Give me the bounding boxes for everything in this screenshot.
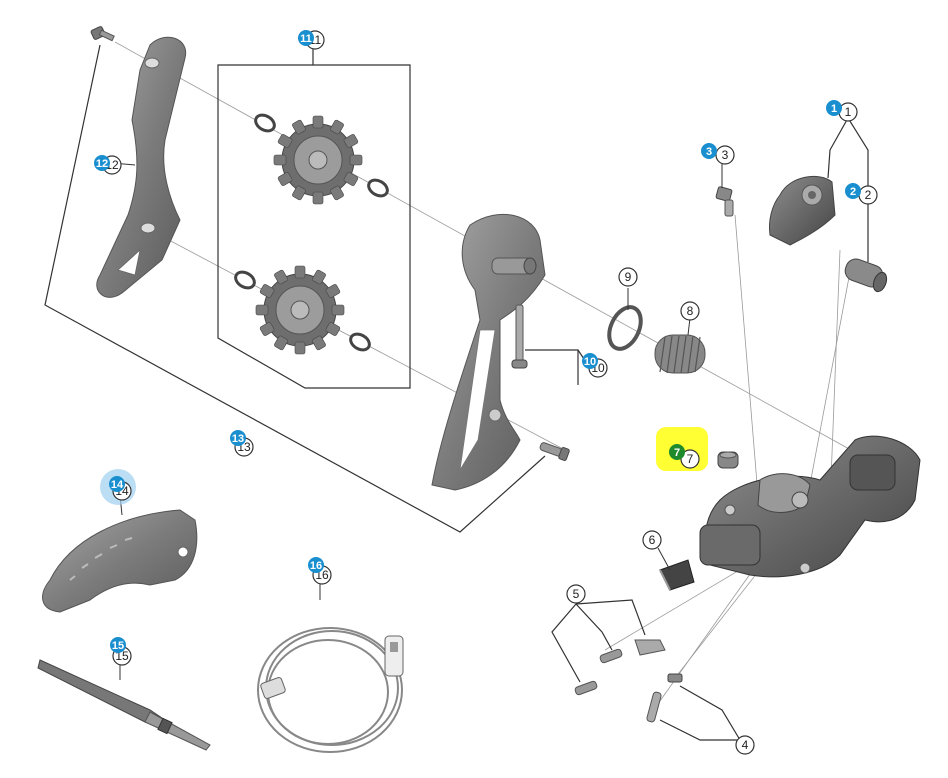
callout-7-ring (680, 449, 700, 469)
callout-9[interactable]: 9 (618, 267, 638, 287)
part-12-outer-plate (96, 36, 187, 298)
callout-5-ring (566, 584, 586, 604)
callout-11-badge-label: 11 (300, 33, 312, 45)
part-5-screws (574, 639, 666, 696)
callout-9-ring (618, 267, 638, 287)
callout-13-badge-label: 13 (232, 433, 244, 445)
part-7-nut (717, 451, 739, 469)
cable-connector (260, 635, 404, 699)
part-1-bracket (769, 175, 836, 246)
cage-bolt (90, 26, 115, 42)
callout-8-leader (687, 317, 691, 336)
part-6-cap (659, 559, 695, 591)
derailleur-body (699, 435, 921, 578)
callout-7-badge-label: 7 (674, 447, 680, 459)
callout-3-badge (701, 143, 717, 159)
callout-4-bracket (659, 685, 741, 741)
callout-1-badge (826, 100, 842, 116)
part-14-guard (42, 509, 198, 613)
callout-3-label: 3 (722, 148, 729, 162)
callout-12-badge (94, 155, 110, 171)
part-10-pin (511, 304, 528, 369)
group-bracket-13 (44, 44, 546, 533)
callout-1-label: 1 (845, 105, 852, 119)
callout-6-ring (642, 530, 662, 550)
callout-10-badge (582, 353, 598, 369)
part-13-inner-plate (431, 213, 546, 491)
callout-14-badge (109, 476, 125, 492)
callout-10-bracket (525, 349, 589, 385)
callout-13-badge (230, 430, 246, 446)
callout-6-label: 6 (649, 533, 656, 547)
callout-8-label: 8 (687, 304, 694, 318)
callout-15-badge (110, 637, 126, 653)
callout-11-badge (298, 30, 314, 46)
part-4-pin (646, 673, 683, 723)
part-8-spring (654, 334, 706, 374)
callout-16-badge (308, 557, 324, 573)
part-11-pulley-set (234, 113, 389, 355)
callout-6-leader (657, 547, 671, 571)
callout-8-ring (680, 301, 700, 321)
part-9-snap-ring (607, 305, 643, 351)
callout-7-badge (669, 444, 685, 460)
callout-4-ring (735, 735, 755, 755)
callout-15-badge-label: 15 (112, 640, 124, 652)
callout-1-badge-label: 1 (831, 103, 837, 115)
callout-2-badge-label: 2 (850, 186, 856, 198)
callout-2-badge (845, 183, 861, 199)
callout-6[interactable]: 6 (642, 530, 662, 550)
callout-4-label: 4 (742, 738, 749, 752)
callout-3-ring (715, 145, 735, 165)
callout-16-badge-label: 16 (310, 560, 322, 572)
callout-4[interactable]: 4 (735, 735, 755, 755)
callout-1[interactable]: 11 (826, 100, 858, 122)
callout-14-badge-label: 14 (111, 479, 124, 491)
callout-2-label: 2 (865, 188, 872, 202)
callouts: 1122334567789101011111212131314141515161… (94, 30, 878, 755)
part-15-tool (37, 659, 211, 751)
callout-12-badge-label: 12 (96, 158, 108, 170)
callout-7[interactable]: 77 (669, 444, 700, 469)
callout-8[interactable]: 8 (680, 301, 700, 321)
part-3-bolt (715, 186, 734, 217)
callout-10-badge-label: 10 (584, 356, 596, 368)
part-2-axle (844, 258, 888, 293)
callout-2[interactable]: 22 (845, 183, 878, 205)
group-box-11 (217, 48, 411, 389)
callout-3[interactable]: 33 (701, 143, 735, 165)
callout-9-label: 9 (625, 270, 632, 284)
callout-3-badge-label: 3 (706, 146, 712, 158)
callout-5-label: 5 (573, 587, 580, 601)
callout-5-bracket (551, 599, 646, 683)
plate-bolt (539, 442, 570, 461)
callout-7-label: 7 (687, 452, 694, 466)
callout-5[interactable]: 5 (566, 584, 586, 604)
